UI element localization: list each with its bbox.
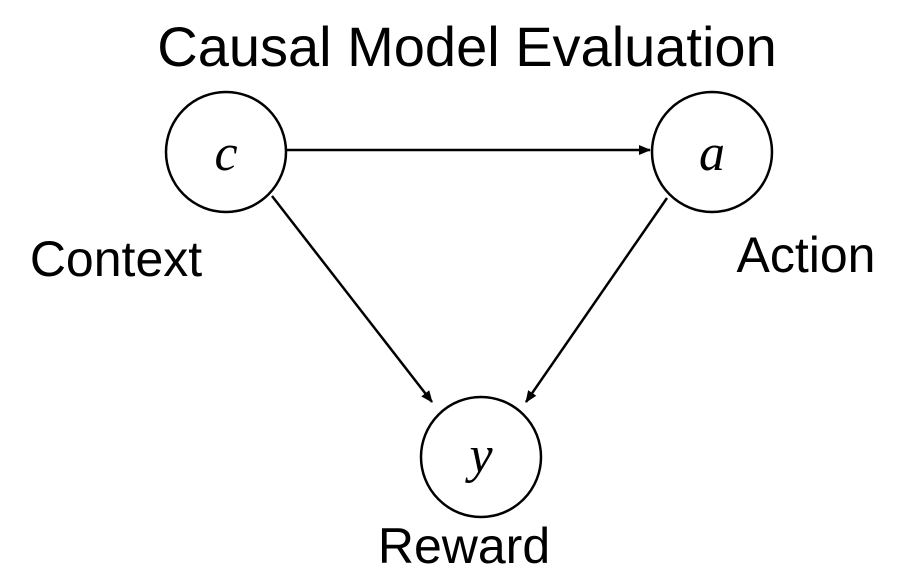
node-reward: y: [419, 395, 543, 519]
node-context-circle: [164, 90, 288, 214]
node-action-circle: [650, 90, 774, 214]
node-context: c: [164, 90, 288, 214]
node-context-symbol: c: [214, 125, 237, 182]
node-action: a: [650, 90, 774, 214]
node-reward-circle: [419, 395, 543, 519]
node-context-label: Context: [30, 231, 202, 287]
node-reward-label: Reward: [378, 518, 550, 574]
node-action-label: Action: [737, 227, 876, 283]
diagram-title: Causal Model Evaluation: [157, 15, 776, 78]
edge-action-to-reward: [524, 197, 669, 403]
edge-context-to-reward: [271, 195, 433, 403]
node-action-symbol: a: [699, 125, 725, 182]
node-reward-symbol: y: [464, 427, 493, 484]
